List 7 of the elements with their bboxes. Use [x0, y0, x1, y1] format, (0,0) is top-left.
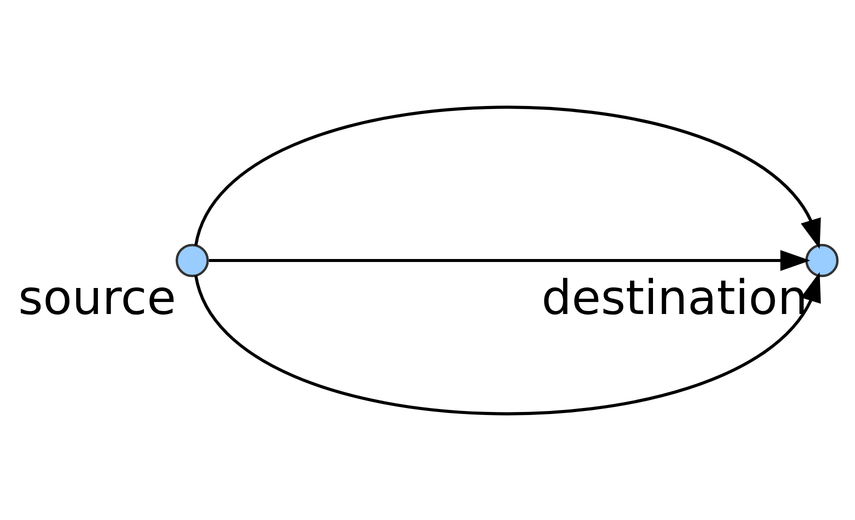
arrow	[208, 250, 810, 270]
arrow	[194, 106, 821, 249]
arrow	[194, 271, 821, 414]
node-label: destination	[542, 270, 808, 326]
node-circle	[805, 243, 839, 277]
node-circle	[176, 243, 209, 277]
node-label: source	[18, 270, 176, 326]
